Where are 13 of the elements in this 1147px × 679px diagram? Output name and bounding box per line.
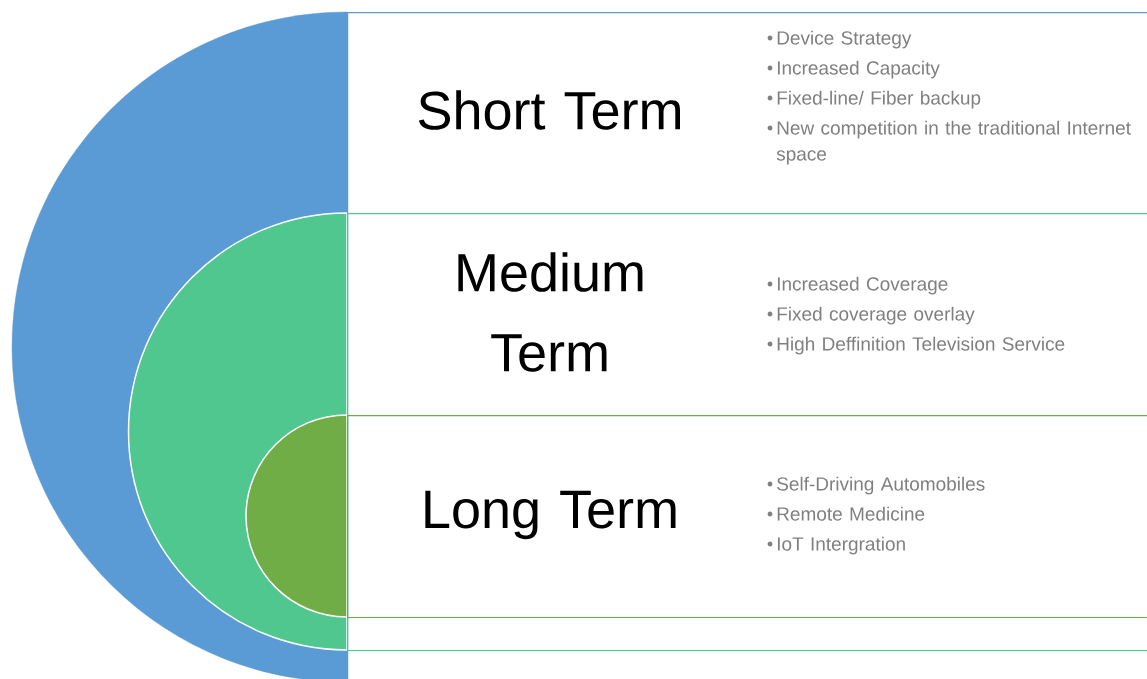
term-heading: Long Term: [425, 490, 676, 540]
bullet-item: Remote Medicine: [767, 506, 925, 521]
bullet-item: Fixed-line/ Fiber backup: [767, 90, 981, 109]
bullet-item: Increased Capacity: [767, 60, 940, 79]
bullet-item: Fixed coverage overlay: [767, 306, 975, 325]
bullet-item: IoT Intergration: [767, 536, 905, 555]
bullet-item: Device Strategy: [767, 30, 912, 49]
bullet-item: Increased Coverage: [767, 276, 948, 295]
bullet-item: New competition in the traditional Internet space: [767, 120, 1131, 165]
bullet-item: Self-Driving Automobiles: [767, 476, 985, 495]
term-heading: Short Term: [418, 90, 680, 130]
term-heading: Medium Term: [458, 252, 643, 372]
bullet-item: High Deffinition Television Service: [767, 336, 1065, 355]
